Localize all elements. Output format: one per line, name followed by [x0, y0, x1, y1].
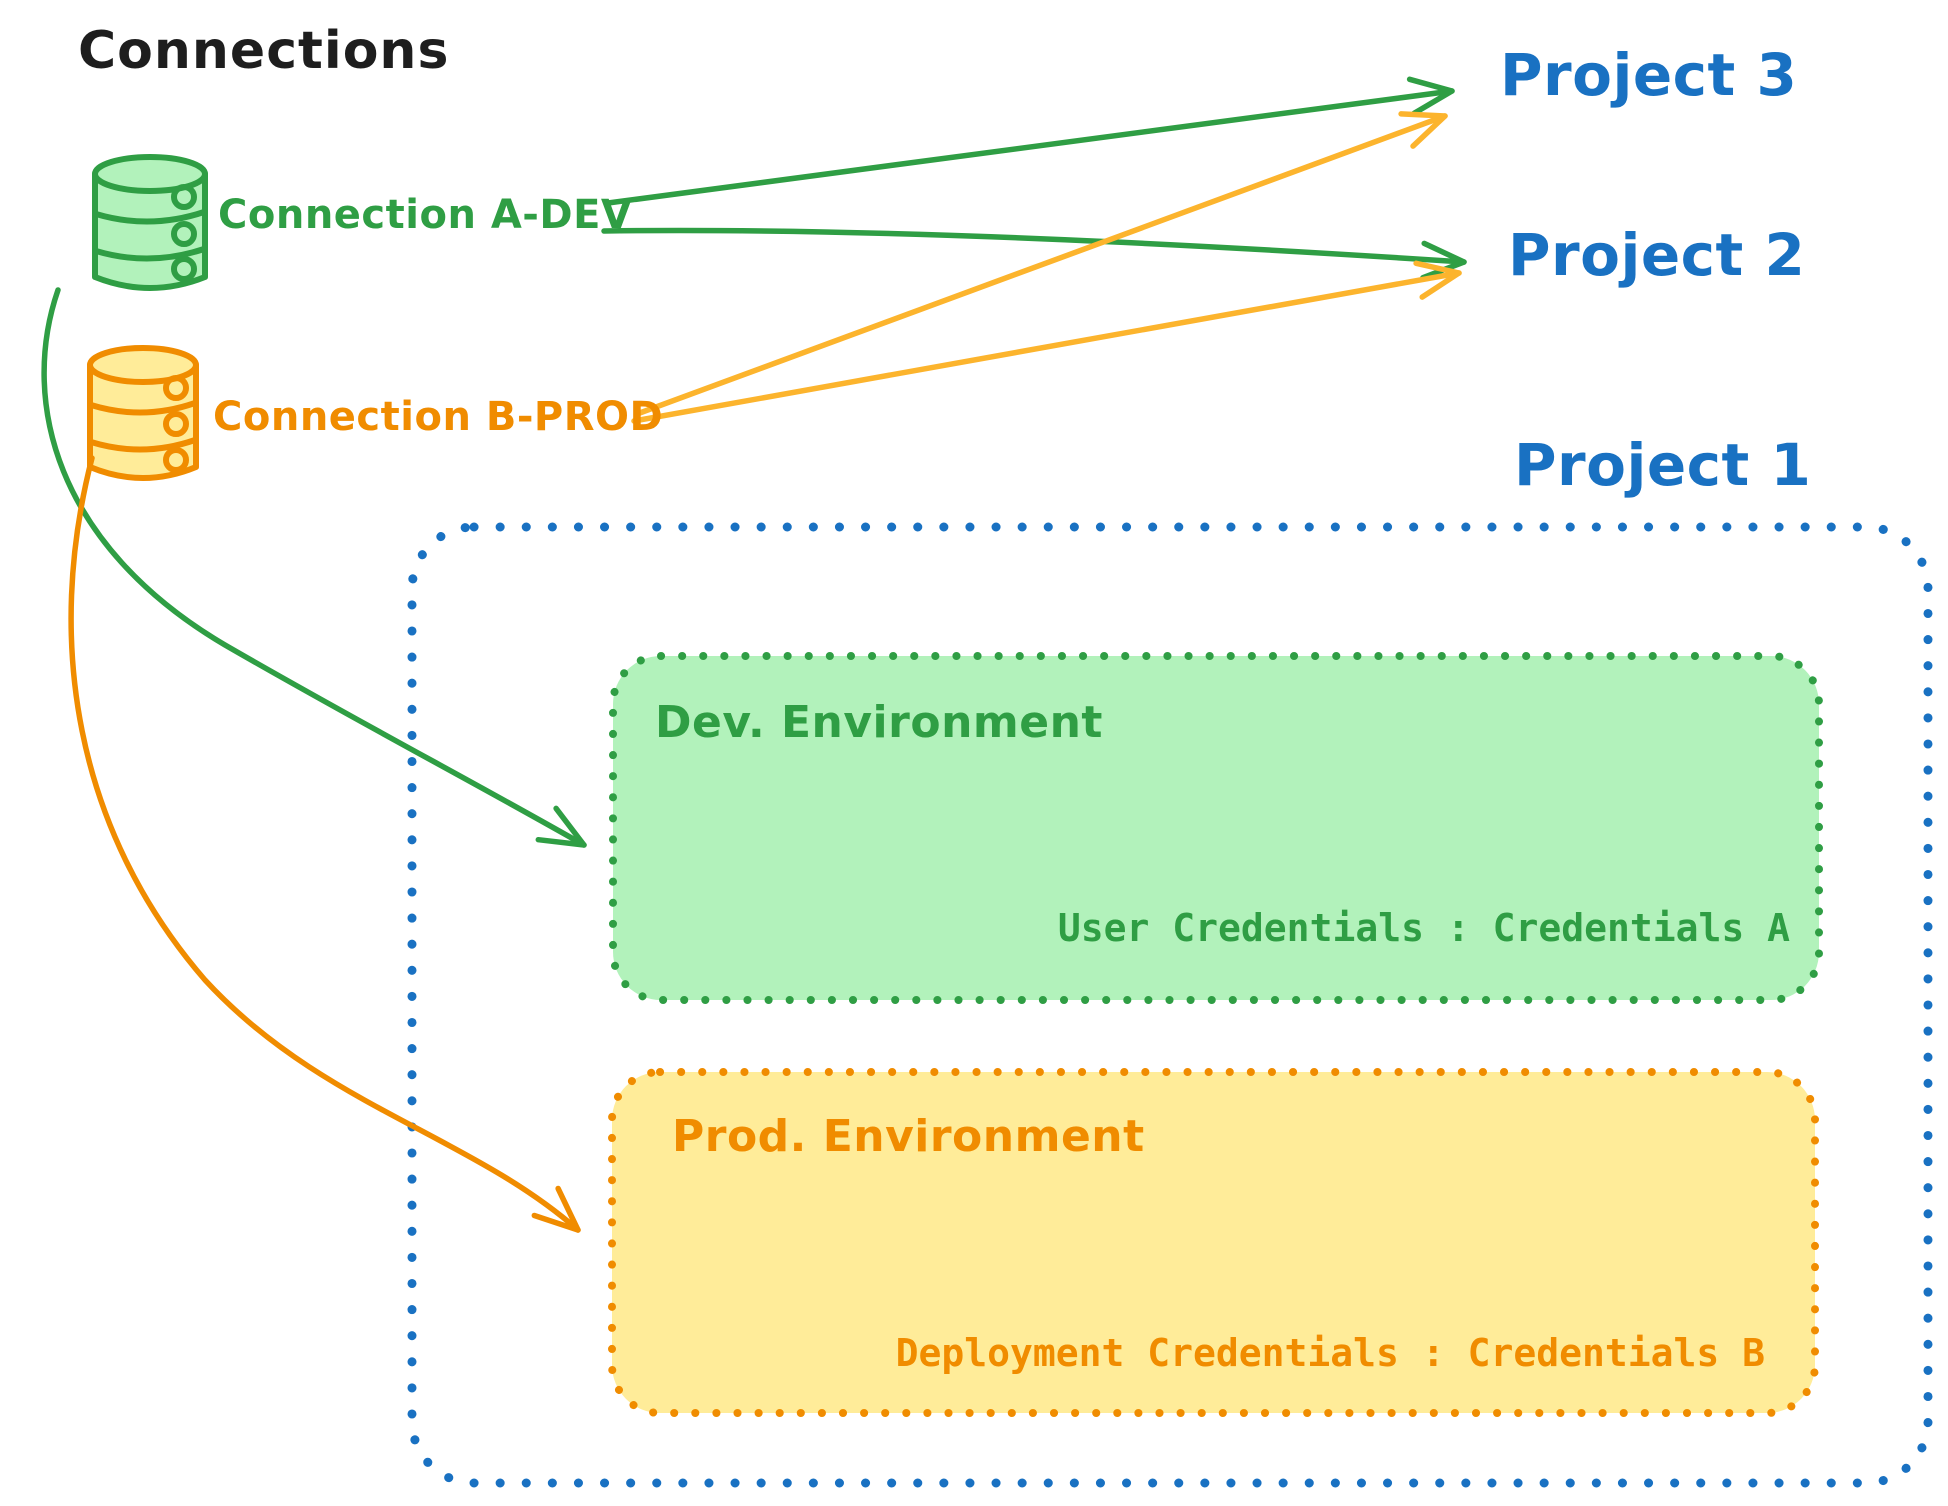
connection-a-dev-label: Connection A-DEV [218, 192, 633, 238]
arrow-bprod-to-prod-environment [68, 455, 581, 1233]
dev-environment-box [609, 652, 1823, 1004]
arrow-adev-to-project2 [601, 227, 1467, 281]
arrow-adev-to-dev-environment [41, 287, 587, 848]
project-2-label: Project 2 [1508, 221, 1806, 289]
project-3-label: Project 3 [1500, 41, 1798, 109]
arrow-adev-to-project3 [605, 76, 1455, 206]
prod-environment-title: Prod. Environment [672, 1111, 1145, 1162]
project1-container-box [407, 522, 1933, 1488]
dev-environment-title: Dev. Environment [655, 697, 1103, 748]
project-1-label: Project 1 [1514, 431, 1812, 499]
dev-credentials-text: User Credentials : Credentials A [1057, 906, 1790, 950]
database-icon [92, 154, 208, 291]
prod-environment-box [608, 1068, 1819, 1417]
diagram-title: Connections [78, 21, 450, 81]
prod-credentials-text: Deployment Credentials : Credentials B [895, 1331, 1765, 1375]
arrow-bprod-to-project2 [631, 260, 1462, 424]
arrow-bprod-to-project3 [634, 111, 1448, 417]
database-icon [87, 345, 199, 481]
connection-b-prod-label: Connection B-PROD [213, 394, 664, 440]
